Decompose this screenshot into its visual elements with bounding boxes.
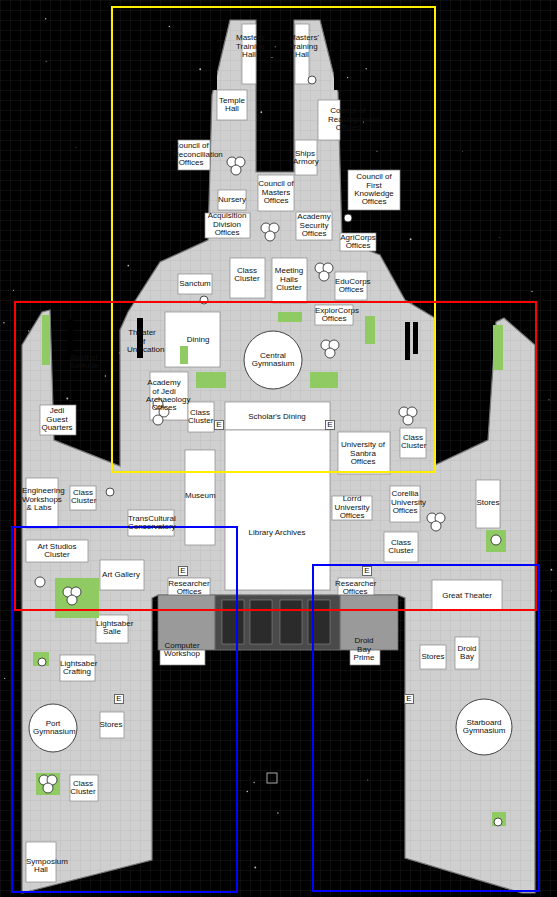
room-label: Council of Masters Offices [258, 180, 294, 205]
room-label: Droid Bay [455, 645, 479, 662]
room-label: Droid Bay Prime [349, 637, 379, 662]
elevator-mark: E [178, 566, 188, 576]
room-label: Stores [420, 653, 446, 661]
elevator-mark: E [362, 566, 372, 576]
room-label: Symposium Hall [26, 858, 56, 875]
elevator-mark: E [114, 694, 124, 704]
room-label: AgriCorps Offices [340, 234, 376, 251]
room-label: Dining [178, 336, 218, 344]
room-label: Stores [475, 499, 501, 507]
room-label: Central Gymnasium [248, 352, 298, 369]
room-label: Library Archives [247, 529, 307, 537]
room-label: Art Studios Cluster [27, 543, 87, 560]
elevator-mark: E [325, 420, 335, 430]
room-label: Researcher Offices [168, 580, 210, 597]
elevator-mark: E [404, 694, 414, 704]
room-label: Meeting Halls Cluster [273, 267, 305, 292]
room-label: Temple Hall [217, 97, 247, 114]
room-label: Stores [98, 721, 124, 729]
room-label: Jedi Guest Quarters [40, 407, 74, 432]
room-label: Council of Reconciliation Offices [173, 142, 209, 167]
room-label: Computer Workshop [160, 642, 204, 659]
room-label: Sanctum [178, 280, 212, 288]
room-label: Acquisition Division Offices [205, 212, 249, 237]
room-label: Corellia University Offices [391, 490, 419, 515]
room-label: Theater of Unification [127, 329, 157, 354]
room-label: Spirit of Solitude [69, 354, 99, 371]
room-label: Academy Security Offices [296, 213, 332, 238]
room-label: TransCultural Conservatory [128, 515, 174, 532]
room-label: Art Gallery [100, 571, 142, 579]
room-label: Class Cluster [188, 409, 212, 426]
room-label: Class Cluster [71, 489, 95, 506]
room-label: Masters' Training Hall [289, 34, 315, 59]
room-label: Class Cluster [401, 434, 425, 451]
room-label: Great Theater [434, 592, 500, 600]
room-label: Lorrd University Offices [332, 495, 372, 520]
room-label: Engineering Workshops & Labs [22, 487, 56, 512]
room-label: Starboard Gymnasium [461, 719, 507, 736]
room-label: Council of Reassignment Offices [328, 107, 368, 132]
room-label: Port Gymnasium [33, 720, 73, 737]
room-label: Class Cluster [386, 539, 416, 556]
room-label: Scholar's Dining [232, 413, 322, 421]
room-label: Council of First Knowledge Offices [350, 173, 398, 207]
room-label: EduCorps Offices [335, 278, 367, 295]
room-label: Researcher Offices [335, 580, 375, 597]
room-label: Nursery [218, 196, 246, 204]
room-label: Museum [185, 492, 215, 500]
room-label: Lightsaber Salle [96, 620, 128, 637]
room-label: Lightsaber Crafting [60, 660, 94, 677]
room-label: ExplorCorps Offices [315, 307, 353, 324]
room-label: University of Sanbra Offices [339, 441, 387, 466]
room-label: Academy of Jedi Archaeology Offices [146, 379, 182, 413]
room-label: Class Cluster [70, 780, 96, 797]
room-label: Masters' Training Hall [236, 34, 262, 59]
room-label: Ships Armory [293, 150, 317, 167]
elevator-mark: E [214, 420, 224, 430]
room-label: Class Cluster [231, 267, 263, 284]
